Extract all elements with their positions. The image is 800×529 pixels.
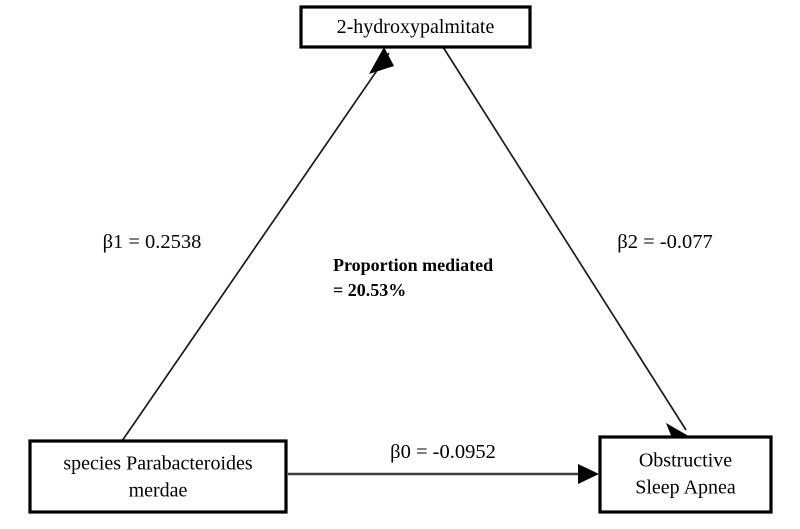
edge-line-beta1: [121, 52, 390, 442]
edge-label-beta2: β2 = -0.077: [617, 231, 712, 253]
node-outcome-label-line2: Sleep Apnea: [635, 477, 736, 499]
node-outcome-box[interactable]: [598, 435, 773, 514]
node-exposure-label-line2: merdae: [129, 480, 188, 502]
edge-line-beta2: [442, 46, 687, 431]
node-outcome[interactable]: Obstructive Sleep Apnea: [598, 435, 773, 514]
arrowhead-beta1: [369, 47, 394, 74]
edge-exposure-to-mediator: [121, 47, 394, 442]
node-exposure-box[interactable]: [28, 439, 288, 514]
edge-label-beta1: β1 = 0.2538: [103, 231, 202, 253]
edge-label-beta0: β0 = -0.0952: [390, 441, 496, 463]
node-outcome-label-line1: Obstructive: [639, 450, 732, 472]
annotation-proportion-mediated: Proportion mediated = 20.53%: [333, 255, 493, 300]
node-mediator-box[interactable]: [299, 5, 532, 49]
node-exposure-label-line1: species Parabacteroides: [63, 453, 253, 475]
node-mediator-label: 2-hydroxypalmitate: [337, 16, 495, 38]
node-exposure[interactable]: species Parabacteroides merdae: [28, 439, 288, 514]
arrowhead-beta0: [578, 464, 599, 484]
annotation-line1: Proportion mediated: [333, 255, 493, 275]
edge-exposure-to-outcome: [288, 464, 599, 484]
annotation-line2: = 20.53%: [333, 280, 406, 300]
node-mediator[interactable]: 2-hydroxypalmitate: [299, 5, 532, 49]
